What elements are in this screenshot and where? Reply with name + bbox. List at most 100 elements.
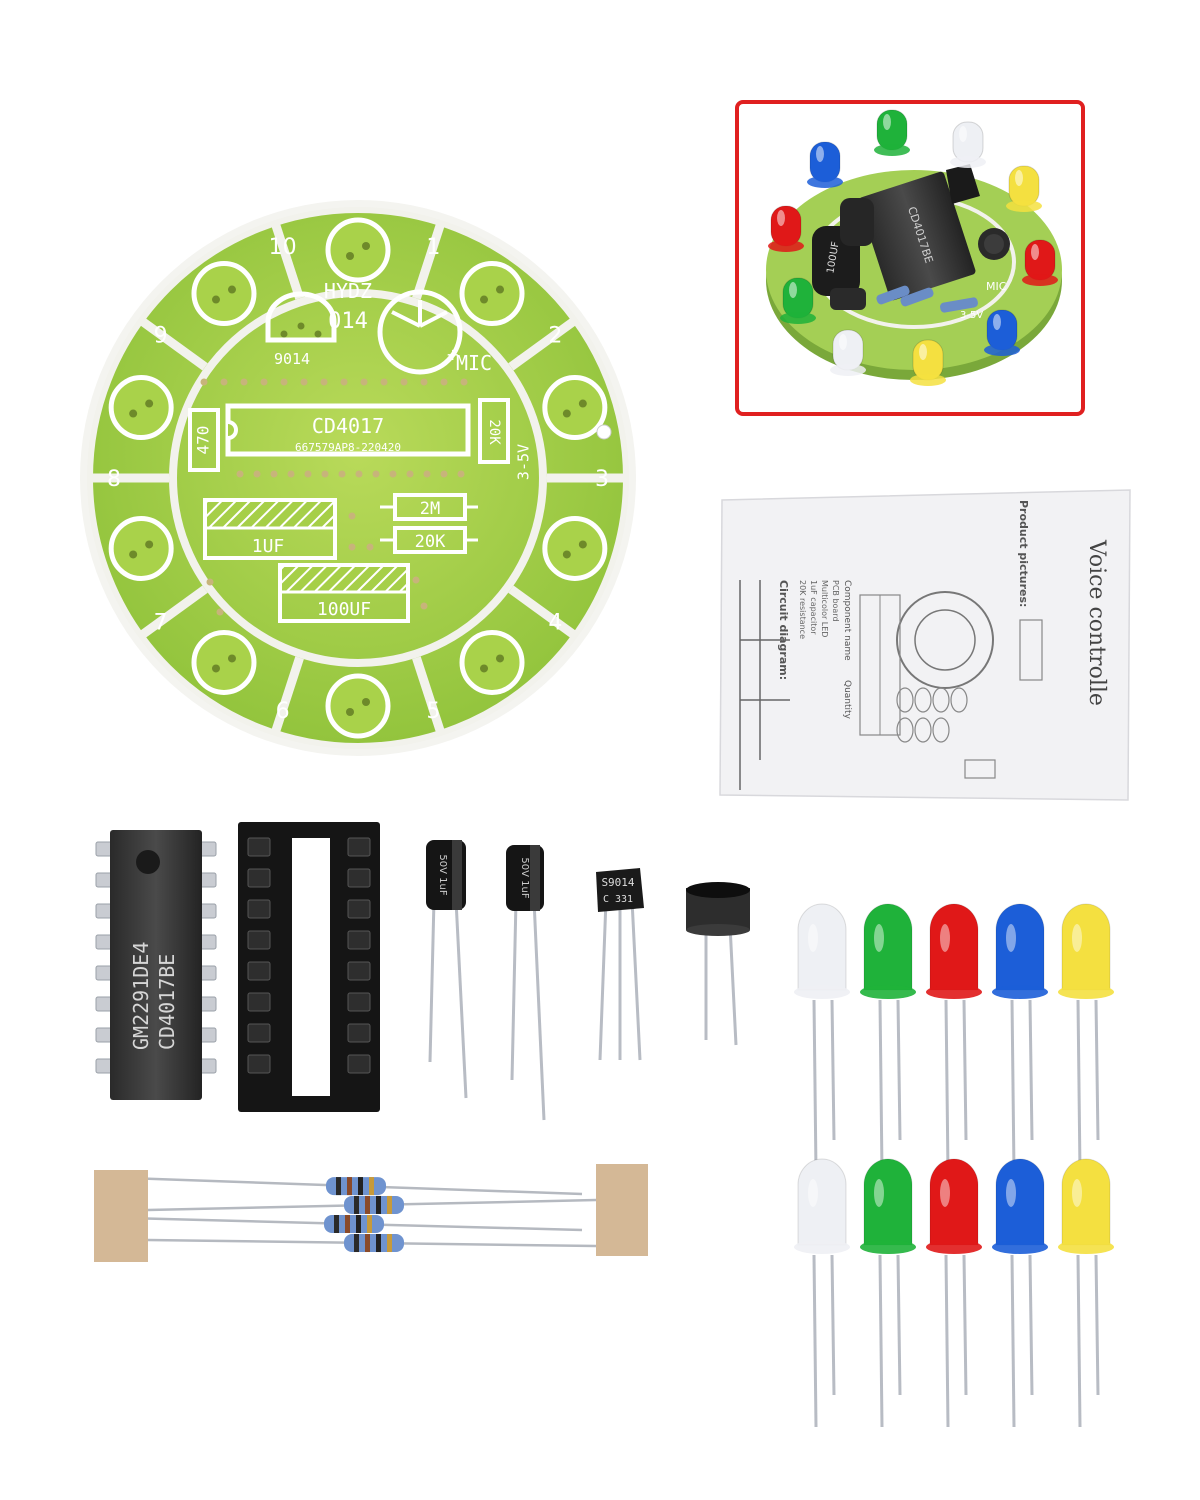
pcb-position-number: 7 [154,610,168,635]
assembled-resistor-1 [876,285,910,305]
pcb-led-pad [542,515,608,581]
pcb-position-number: 6 [276,699,290,724]
pcb-position-number: 8 [107,467,121,492]
pcb-capacitor-1uf-label: 1UF [252,536,285,557]
socket-contact [247,930,271,950]
ic-marking-line1: GM2291DE4 [129,942,153,1050]
pcb-led-pad [325,673,391,739]
pcb-resistor-20k-horizontal-label: 20K [415,532,446,552]
pcb-led-pad [191,629,257,695]
transistor-label-2: C 331 [603,894,633,905]
pcb-position-number: 5 [426,699,440,724]
electrolytic-capacitor-2: 50V 1uF [506,845,546,1121]
resistor-tape-right [596,1164,648,1256]
manual-circuit-sketch [739,580,790,790]
socket-contact [347,1054,371,1074]
pcb-resistor-20k-vertical [478,398,510,464]
ic-body [110,830,202,1100]
resistor-body [344,1195,404,1214]
assembled-leds [768,109,1058,386]
socket-contact [347,868,371,888]
electrolytic-capacitor-1: 50V 1uF [426,840,468,1099]
led-green [863,903,913,991]
pcb-inner-ring [169,289,547,667]
assembled-resistor-3 [940,297,978,313]
manual-row-4: 20K resistance [798,580,807,639]
assembled-transistor [946,164,980,204]
pcb-segment-dividers [90,221,626,735]
socket-contact [247,899,271,919]
manual-board-sketch [896,591,994,689]
socket-contact [247,992,271,1012]
socket-contact [347,899,371,919]
socket-contact [247,1023,271,1043]
transistor-label-1: S9014 [601,876,634,889]
pcb-position-number: 3 [595,467,609,492]
led-yellow [1061,1158,1111,1246]
ic-notch-dot [136,850,160,874]
led-green [863,1158,913,1246]
manual-row-1: PCB board [831,580,840,622]
led-red [929,903,979,991]
led-red [929,1158,979,1246]
electret-microphone [686,882,750,1046]
led-blue [995,903,1045,991]
assembled-ic-chip [858,171,976,301]
pcb-via-holes [200,378,468,616]
instruction-sheet-rotated-text: Voice controlle Product pictures: Circui… [777,500,1109,720]
pcb-position-number: 10 [269,235,297,260]
socket-contact [247,837,271,857]
socket-contact [247,961,271,981]
pcb-capacitor-100uf-label: 100UF [317,599,371,620]
pcb-led-pad [191,261,257,327]
pcb-resistor-470 [188,408,220,472]
led-white [797,903,847,991]
resistors [125,1176,597,1253]
pcb-led-pad [459,261,525,327]
pcb-led-pad [108,375,174,441]
pcb-position-number: 9 [154,324,168,349]
ic-socket [238,822,380,1112]
cd4017-ic-chip: GM2291DE4 CD4017BE [95,830,217,1100]
pcb-resistor-2m-label: 2M [420,499,440,519]
pcb-ic-label: CD4017 [312,414,384,438]
socket-contact [347,837,371,857]
pcb-ic-code: 667579AP8-220420 [295,441,401,454]
led-blue [995,1158,1045,1246]
socket-contact [347,1023,371,1043]
pcb-led-pad [542,375,608,441]
manual-circuit-diagram: Circuit diagram: [777,580,790,680]
led-yellow [1061,903,1111,991]
pcb-mount-hole [596,424,612,440]
capacitor-2-label: 50V 1uF [519,857,530,898]
transistor-body [596,868,644,912]
instruction-sheet: Voice controlle Product pictures: Circui… [719,489,1131,801]
pcb-transistor-label: 9014 [274,350,310,368]
resistor-body [326,1177,386,1196]
manual-component-name: Component name [842,580,852,661]
pcb-mic-plus: + [446,345,459,364]
pcb-mic-label: MIC [456,351,492,375]
socket-contact [347,992,371,1012]
pcb-substrate [90,210,626,746]
pcb-position-number: 4 [548,610,562,635]
pcb-position-number: 2 [548,324,562,349]
pcb-position-number: 1 [426,235,440,260]
resistor-body [324,1215,384,1233]
s9014-transistor: S9014 C 331 [596,868,644,1061]
assembled-photo: CD4017BE 100UF MIC 3-5V [735,100,1085,416]
assembled-voltage-label: 3-5V [960,310,983,321]
ic-marking-line2: CD4017BE [155,954,179,1050]
pcb-brand: HYDZ [324,279,372,303]
resistor-tape-left [94,1170,148,1262]
assembled-mic-label: MIC [986,280,1007,293]
capacitor-1-label: 50V 1uF [437,854,448,895]
pcb-transistor-outline [265,291,337,343]
pcb-position-numbers: 1 2 3 4 5 6 7 8 9 10 [107,235,609,724]
led-white [797,1158,847,1246]
resistor-body [344,1234,404,1253]
pcb-mic-outline [377,289,463,375]
manual-row-3: 1uF capacitor [809,580,818,635]
